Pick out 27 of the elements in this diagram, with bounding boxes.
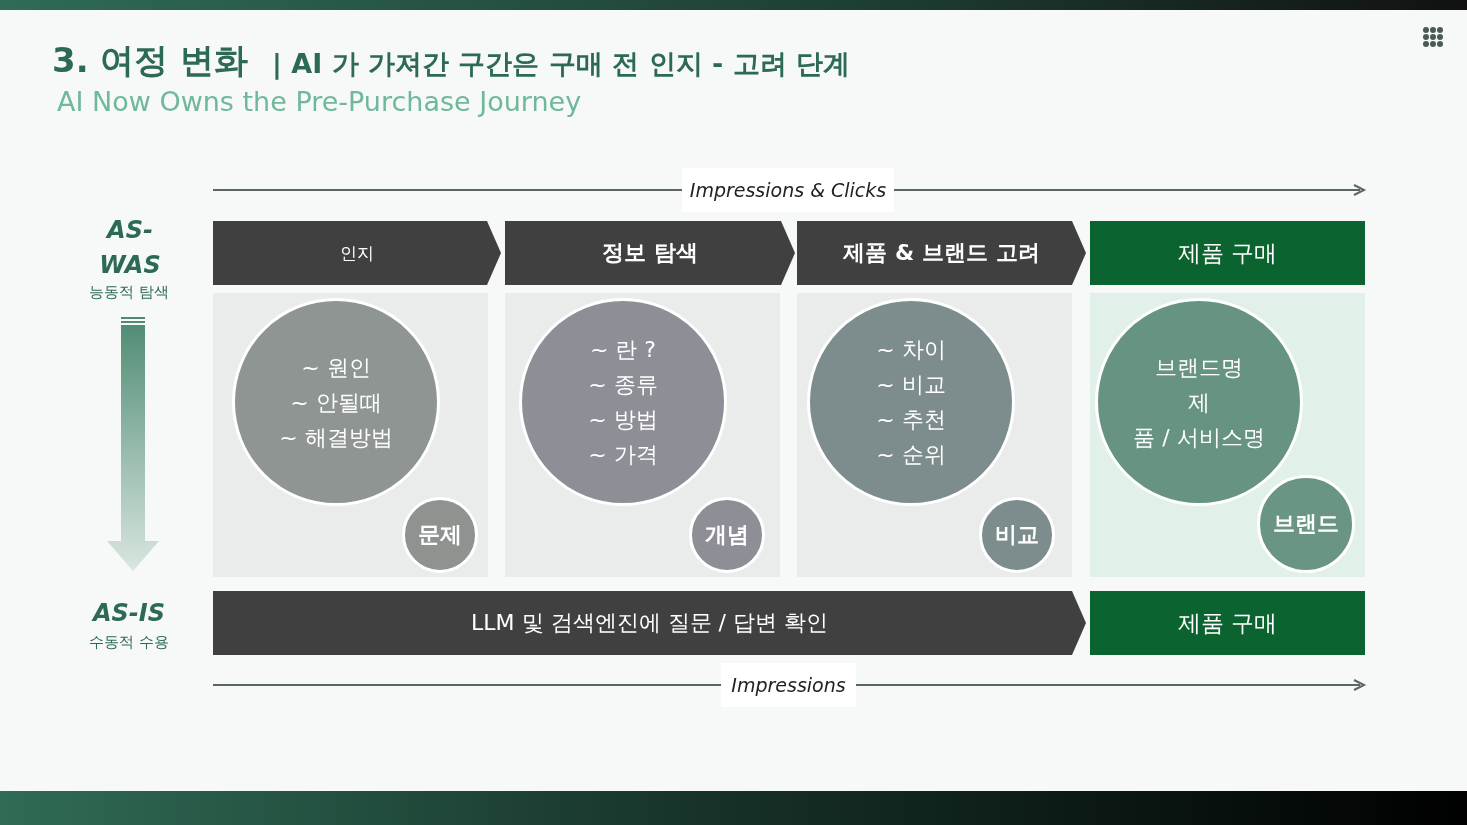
stage-box: 제품 구매 (1090, 221, 1365, 285)
english-subtitle: AI Now Owns the Pre-Purchase Journey (57, 86, 582, 117)
panel-background (213, 293, 488, 577)
timeline-label: Impressions & Clicks (682, 168, 894, 212)
stage-label: AS-WAS (98, 215, 162, 281)
topic-circle: ~ 원인 ~ 안될때 ~ 해결방법 (232, 298, 440, 506)
tag-circle: 브랜드 (1257, 475, 1355, 573)
title: 3. 여정 변화 (52, 39, 249, 82)
tag-circle: 비교 (979, 497, 1055, 573)
stage-caption: 능동적 탐색 (89, 283, 169, 302)
topic-circle: ~ 란 ? ~ 종류 ~ 방법 ~ 가격 (519, 298, 727, 506)
panel-background (505, 293, 780, 577)
subtitle: | AI 가 가져간 구간은 구매 전 인지 - 고려 단계 (272, 47, 850, 82)
panel-background (797, 293, 1072, 577)
stage-header: 제품 & 브랜드 고려 (797, 221, 1086, 285)
stage-banner: LLM 및 검색엔진에 질문 / 답변 확인 (213, 591, 1086, 655)
stage-box: 제품 구매 (1090, 591, 1365, 655)
tag-circle: 문제 (402, 497, 478, 573)
stage-label: AS-IS (93, 599, 166, 627)
topic-circle: 브랜드명 제 품 / 서비스명 (1095, 298, 1303, 506)
stage-header: 인지 (213, 221, 501, 285)
panel-background (1090, 293, 1365, 577)
stage-caption: 수동적 수용 (89, 633, 169, 652)
timeline-label: Impressions (721, 663, 856, 707)
topic-circle: ~ 차이 ~ 비교 ~ 추천 ~ 순위 (807, 298, 1015, 506)
stage-header: 정보 탐색 (505, 221, 795, 285)
tag-circle: 개념 (689, 497, 765, 573)
